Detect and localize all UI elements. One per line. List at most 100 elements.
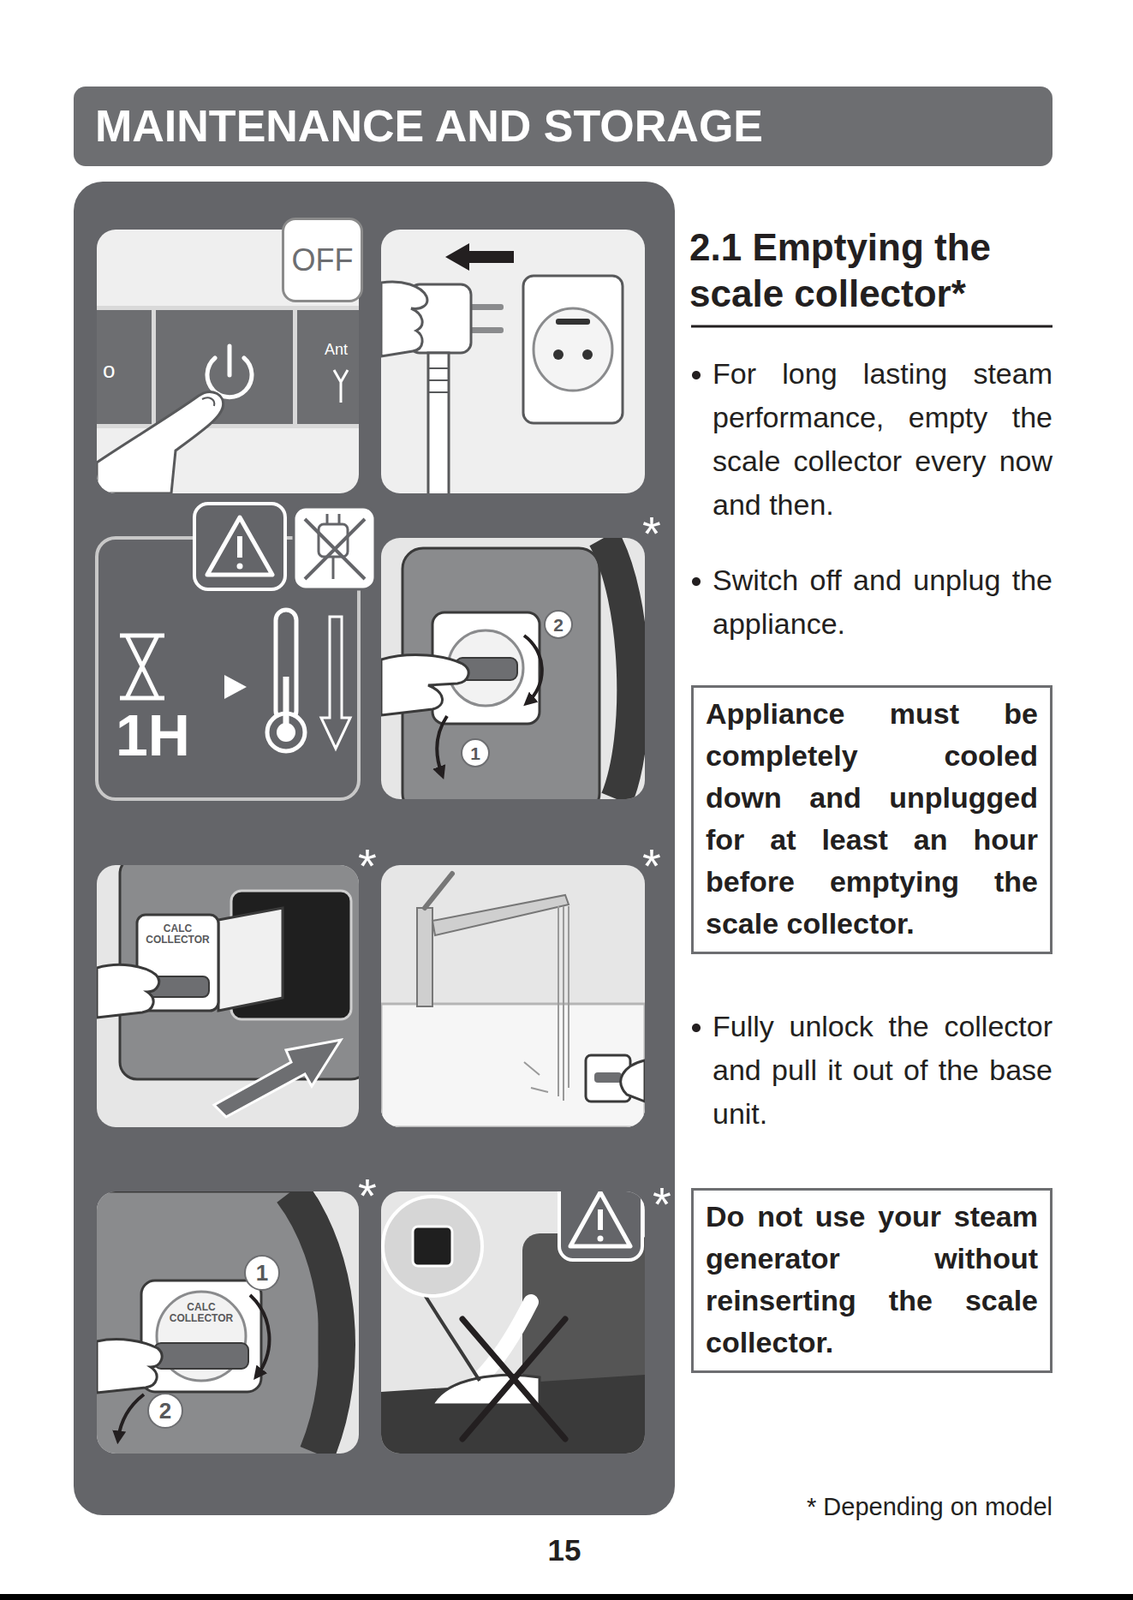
- node-text: Do not use your steam generator without …: [705, 1195, 1038, 1364]
- bullet-text: For long lasting steam performance, empt…: [689, 351, 1053, 527]
- collector-body: [218, 907, 283, 1011]
- socket-face: [533, 308, 613, 391]
- pull-out-panel: [96, 864, 359, 1128]
- node-text: 2: [159, 1399, 172, 1422]
- panel-ground: [96, 229, 359, 494]
- hourglass: [119, 635, 165, 698]
- collector-face: [141, 1280, 262, 1392]
- hand: [381, 655, 469, 716]
- empty-collector-opening: [412, 1226, 453, 1266]
- collector-knob: [154, 1342, 249, 1369]
- callout-number: 2: [147, 1392, 184, 1429]
- callout-number: 2: [543, 609, 573, 639]
- unplugged-icon: [304, 518, 365, 579]
- wall-socket: [523, 275, 623, 424]
- finger: [96, 392, 224, 494]
- heading-rule: [691, 325, 1053, 328]
- bullet-text: Fully unlock the collector and pull it o…: [689, 1004, 1053, 1136]
- plug-cord: [428, 352, 449, 494]
- hand: [620, 1060, 645, 1102]
- section-heading: 2.1 Emptying the scale collector*: [689, 224, 1053, 317]
- illustration-panel: [73, 181, 675, 1515]
- rinse-panel: [381, 864, 645, 1128]
- base-unit-body: [96, 1191, 320, 1454]
- node-text: 1H: [115, 705, 359, 764]
- node-text: 1: [256, 1261, 269, 1284]
- model-asterisk: *: [641, 509, 662, 558]
- warning-icon: [570, 1192, 631, 1247]
- water-stream: [558, 906, 569, 1101]
- model-asterisk: *: [357, 841, 378, 890]
- control-strip: [96, 305, 359, 429]
- then-triangle: [224, 674, 247, 699]
- cord-grip: [428, 368, 449, 393]
- unplugged-icon: [293, 506, 376, 590]
- plug-pin: [469, 304, 504, 311]
- panel-ground: [381, 229, 645, 494]
- socket-slot: [555, 318, 591, 325]
- faucet-spout: [432, 894, 569, 936]
- warning-icon: [237, 536, 243, 558]
- anti-scale-icon: [333, 369, 348, 403]
- power-symbol: [227, 345, 233, 376]
- control-button: [96, 310, 152, 424]
- hand: [381, 281, 428, 357]
- warning-icon: [559, 1191, 643, 1260]
- node-text: 1: [470, 744, 481, 763]
- switch-off-panel: [96, 229, 359, 494]
- unlock-collector-panel: [381, 537, 645, 800]
- footnote: * Depending on model: [753, 1491, 1053, 1521]
- warning-box: Appliance must be completely cooled down…: [691, 685, 1053, 955]
- off-badge: OFF: [281, 217, 364, 303]
- page-title: MAINTENANCE AND STORAGE: [95, 86, 764, 167]
- faucet-lever: [424, 873, 453, 908]
- bullet-text: Switch off and unplug the appliance.: [689, 558, 1053, 646]
- finger-nail: [202, 397, 215, 406]
- hand: [96, 1339, 162, 1393]
- socket-hole: [582, 349, 593, 360]
- push-arrow: [118, 1394, 144, 1439]
- pull-arrow: [436, 715, 448, 775]
- cooldown-panel: 1H: [96, 537, 359, 800]
- warning-icon: [597, 1235, 604, 1242]
- callout-number: 1: [244, 1254, 281, 1291]
- cooldown-illustration: [96, 503, 376, 800]
- ironing-board: [381, 1374, 645, 1454]
- hand: [96, 964, 160, 1018]
- warning-icon: [207, 517, 273, 575]
- thermometer-level: [283, 676, 290, 733]
- turn-arrow: [250, 1294, 269, 1376]
- model-asterisk: *: [651, 1180, 673, 1229]
- panel-ground: [381, 864, 645, 1128]
- node-text: Appliance must be completely cooled down…: [705, 692, 1038, 945]
- node-text: 2: [553, 615, 564, 634]
- faucet-post: [417, 907, 433, 1007]
- collector-marking: CALC COLLECTOR: [164, 1301, 239, 1324]
- pull-arrow: [445, 243, 514, 271]
- hose-band: [291, 1191, 338, 1454]
- model-asterisk: *: [641, 841, 662, 890]
- page-number: 15: [521, 1532, 608, 1568]
- button-label: Ant: [324, 340, 358, 358]
- sink: [381, 1003, 645, 1128]
- collector-knob: [594, 1072, 622, 1083]
- turn-arrow: [524, 635, 543, 703]
- insert-arrow: [214, 1039, 341, 1117]
- header-band: [73, 86, 1053, 167]
- warning-icon: [194, 503, 286, 590]
- hose-band: [603, 537, 633, 800]
- detail-inset: [382, 1196, 483, 1296]
- warning-icon: [597, 1209, 603, 1230]
- lock-collector-panel: [96, 1191, 359, 1454]
- collector-marking: CALC COLLECTOR: [140, 923, 215, 946]
- control-button: [297, 310, 359, 424]
- node-text: OFF: [292, 244, 354, 276]
- plug-pin: [469, 327, 504, 334]
- forbidden-cross: [462, 1318, 566, 1439]
- callout-number: 1: [460, 738, 490, 768]
- power-button: [155, 310, 293, 424]
- unplug-panel: [381, 229, 645, 494]
- warning-box: Do not use your steam generator without …: [691, 1187, 1053, 1373]
